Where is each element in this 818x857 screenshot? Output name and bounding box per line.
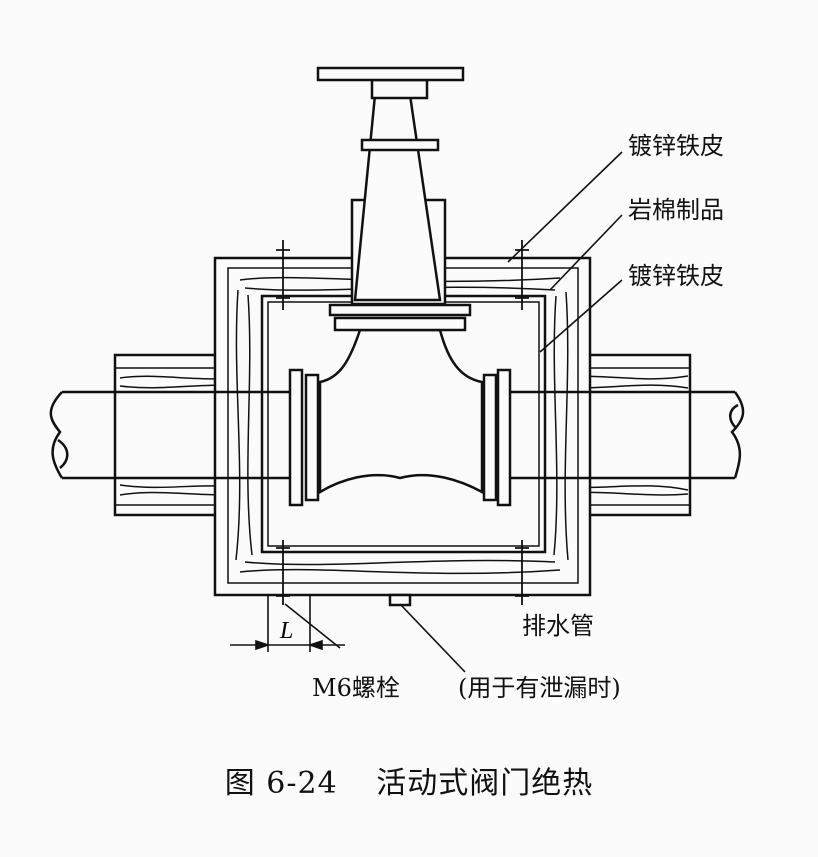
label-galvanized-sheet-inner: 镀锌铁皮 bbox=[628, 262, 724, 290]
valve-body bbox=[288, 66, 512, 507]
label-drain-pipe: 排水管 bbox=[522, 612, 594, 640]
dimension-l bbox=[230, 595, 345, 652]
label-dimension-l: L bbox=[280, 618, 294, 644]
pipes bbox=[49, 390, 745, 480]
label-m6-bolt: M6螺栓 bbox=[312, 674, 400, 702]
caption-title: 活动式阀门绝热 bbox=[376, 766, 594, 801]
leader-lines bbox=[284, 151, 623, 673]
caption-number: 图 6-24 bbox=[224, 766, 338, 801]
label-galvanized-sheet-outer: 镀锌铁皮 bbox=[628, 132, 724, 160]
figure-caption: 图 6-24 活动式阀门绝热 bbox=[0, 758, 818, 802]
label-rock-wool: 岩棉制品 bbox=[628, 196, 724, 224]
label-drain-note: (用于有泄漏时) bbox=[458, 674, 621, 702]
drain-pipe bbox=[388, 593, 412, 607]
m6-bolts bbox=[276, 240, 529, 605]
